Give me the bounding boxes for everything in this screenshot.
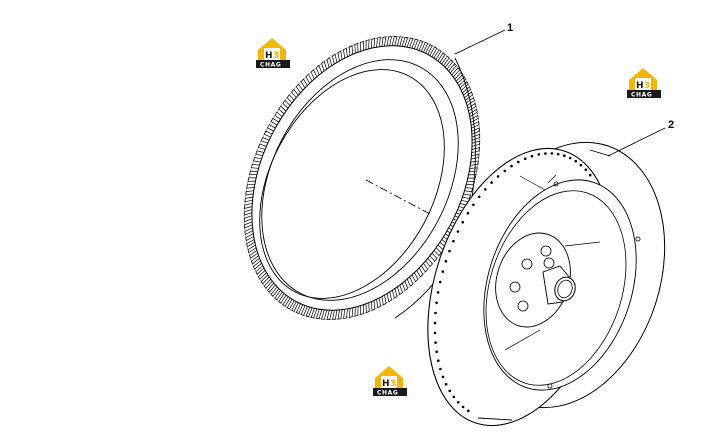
rim-hole bbox=[456, 230, 460, 233]
rim-hole bbox=[544, 152, 547, 155]
svg-text:3: 3 bbox=[390, 379, 396, 389]
svg-text:3: 3 bbox=[273, 51, 279, 61]
watermark-logo-top-right: H 3 CHAG bbox=[627, 68, 661, 99]
rim-hole bbox=[490, 181, 493, 184]
leader-line-1 bbox=[454, 29, 506, 55]
flywheel-rim-holes bbox=[433, 152, 592, 413]
watermark-word: CHAG bbox=[631, 92, 652, 99]
ring-gear-bore bbox=[259, 69, 445, 299]
svg-text:H: H bbox=[265, 51, 273, 61]
rim-hole bbox=[434, 341, 437, 344]
ring-gear-inner-edge bbox=[261, 59, 459, 301]
rim-hole bbox=[530, 154, 534, 158]
rim-hole bbox=[517, 160, 520, 164]
rim-hole bbox=[448, 249, 451, 253]
rim-hole bbox=[556, 152, 560, 156]
rim-hole bbox=[579, 163, 583, 167]
ring-gear-centerline bbox=[365, 179, 431, 215]
rim-hole bbox=[444, 260, 448, 263]
rim-hole bbox=[477, 195, 481, 199]
rim-hole bbox=[588, 173, 592, 177]
svg-text:3: 3 bbox=[644, 81, 650, 91]
rim-hole bbox=[467, 409, 470, 413]
rim-hole bbox=[461, 220, 465, 224]
rim-hole bbox=[434, 311, 437, 315]
rim-hole bbox=[461, 405, 465, 409]
rim-hole bbox=[466, 212, 470, 215]
callout-1: 1 bbox=[454, 22, 513, 55]
rim-hole bbox=[441, 375, 445, 379]
rim-hole bbox=[574, 159, 577, 163]
rim-hole bbox=[496, 175, 500, 178]
rim-hole bbox=[472, 203, 475, 207]
rim-hole bbox=[452, 239, 455, 243]
rim-hole bbox=[456, 401, 460, 404]
rim-hole bbox=[435, 301, 438, 305]
rim-hole bbox=[537, 153, 541, 156]
rim-hole bbox=[523, 157, 527, 160]
rim-hole bbox=[437, 359, 440, 363]
watermark-logo-bottom: H 3 CHAG bbox=[373, 366, 407, 397]
rim-hole bbox=[584, 168, 588, 171]
watermark-logo-top-left: H 3 CHAG bbox=[256, 38, 290, 69]
rim-hole bbox=[436, 291, 440, 294]
ring-gear-outer-edge bbox=[251, 45, 473, 311]
rim-hole bbox=[550, 152, 554, 155]
rim-hole bbox=[433, 321, 437, 325]
flywheel-drawing bbox=[427, 141, 666, 427]
rim-hole bbox=[444, 382, 448, 386]
rim-hole bbox=[563, 154, 566, 157]
svg-text:H: H bbox=[382, 379, 390, 389]
rim-hole bbox=[452, 395, 456, 399]
rim-hole bbox=[439, 367, 442, 371]
rim-hole bbox=[441, 270, 445, 273]
watermark-word: CHAG bbox=[260, 62, 281, 69]
watermark-word: CHAG bbox=[377, 390, 398, 397]
rim-hole bbox=[503, 169, 507, 173]
svg-text:H: H bbox=[636, 81, 644, 91]
leader-line-2 bbox=[607, 127, 666, 157]
rim-hole bbox=[568, 156, 572, 160]
rim-hole bbox=[448, 389, 452, 393]
rim-hole bbox=[433, 331, 437, 335]
callout-2: 2 bbox=[607, 119, 674, 157]
rim-hole bbox=[438, 280, 442, 284]
callout-label-2: 2 bbox=[668, 119, 674, 131]
rim-hole bbox=[435, 350, 439, 354]
callout-label-1: 1 bbox=[507, 22, 513, 34]
rim-hole bbox=[510, 164, 513, 168]
rim-hole bbox=[484, 188, 487, 191]
